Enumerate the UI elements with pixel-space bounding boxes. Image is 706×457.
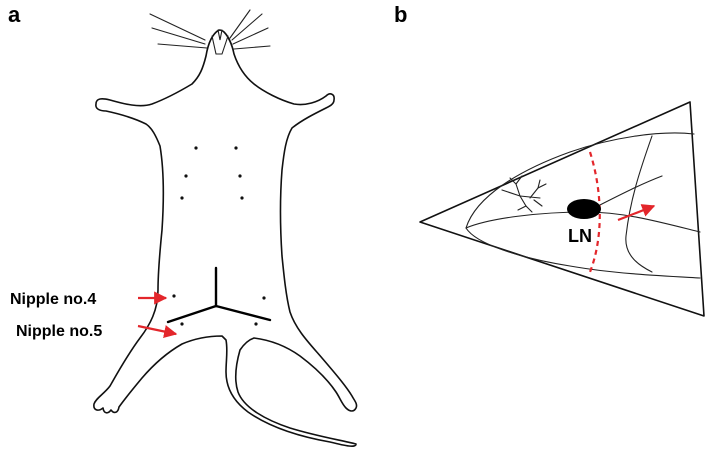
panel-b: b LN: [394, 2, 704, 316]
rat-body-outline: [94, 30, 357, 446]
panel-a: a: [8, 2, 357, 446]
lymph-node: [567, 199, 601, 219]
removal-direction-arrow: [618, 206, 654, 220]
nipple-dots: [172, 146, 265, 325]
panel-a-label: a: [8, 2, 21, 27]
lymph-node-label: LN: [568, 226, 592, 246]
incision-line: [168, 268, 270, 322]
nipple-5-label: Nipple no.5: [16, 323, 102, 340]
inner-duct-curve: [626, 136, 652, 272]
rat-snout: [218, 30, 222, 40]
panel-b-label: b: [394, 2, 407, 27]
fat-pad-triangle: [420, 102, 704, 316]
nipple-4-label: Nipple no.4: [10, 291, 96, 308]
